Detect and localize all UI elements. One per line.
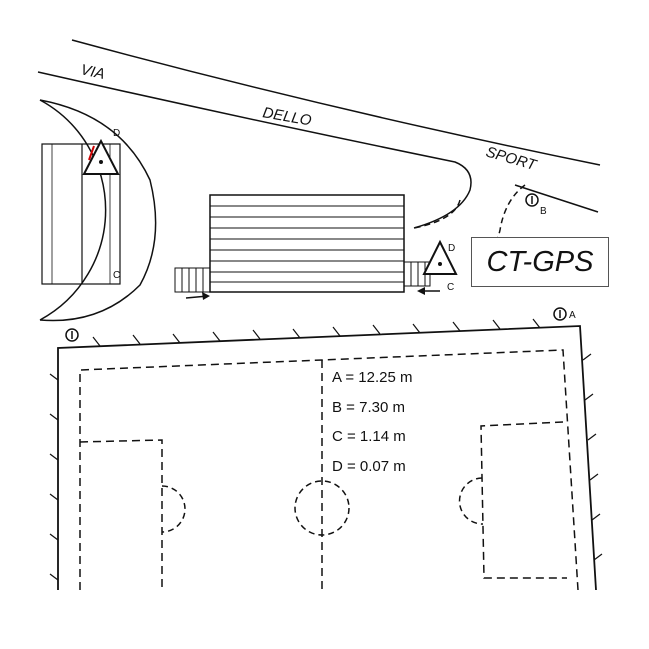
survey-point-icon	[65, 328, 79, 342]
inset-gps-marker-icon	[82, 138, 120, 175]
gps-station-icon	[422, 239, 458, 275]
direction-arrow-icon	[185, 292, 210, 300]
station-label-d: D	[448, 243, 455, 254]
inset-label-c: C	[113, 270, 120, 281]
street-name-dello: DELLO	[261, 104, 313, 129]
measurement-b: B = 7.30 m	[332, 399, 405, 416]
direction-arrow-icon	[417, 287, 440, 295]
street-edge-south	[37, 71, 472, 229]
street-name-sport: SPORT	[484, 144, 540, 175]
measurement-c: C = 1.14 m	[332, 428, 406, 445]
street-name-via: VIA	[79, 61, 106, 83]
street-edge-north	[71, 39, 601, 166]
survey-point-a-icon	[553, 307, 567, 321]
football-field	[49, 318, 603, 591]
inset-detail: D C	[39, 99, 157, 322]
survey-point-b-icon	[525, 193, 539, 207]
street-edge-south-dash	[413, 199, 461, 229]
measurement-a: A = 12.25 m	[332, 369, 413, 386]
inset-label-d: D	[113, 128, 120, 139]
ct-gps-label: CT-GPS	[471, 237, 609, 287]
station-label-c: C	[447, 282, 454, 293]
grandstand	[174, 194, 431, 293]
point-label-b: B	[540, 206, 547, 217]
street-edge-east	[514, 184, 599, 213]
measurement-d: D = 0.07 m	[332, 458, 406, 475]
point-label-a: A	[569, 310, 576, 321]
